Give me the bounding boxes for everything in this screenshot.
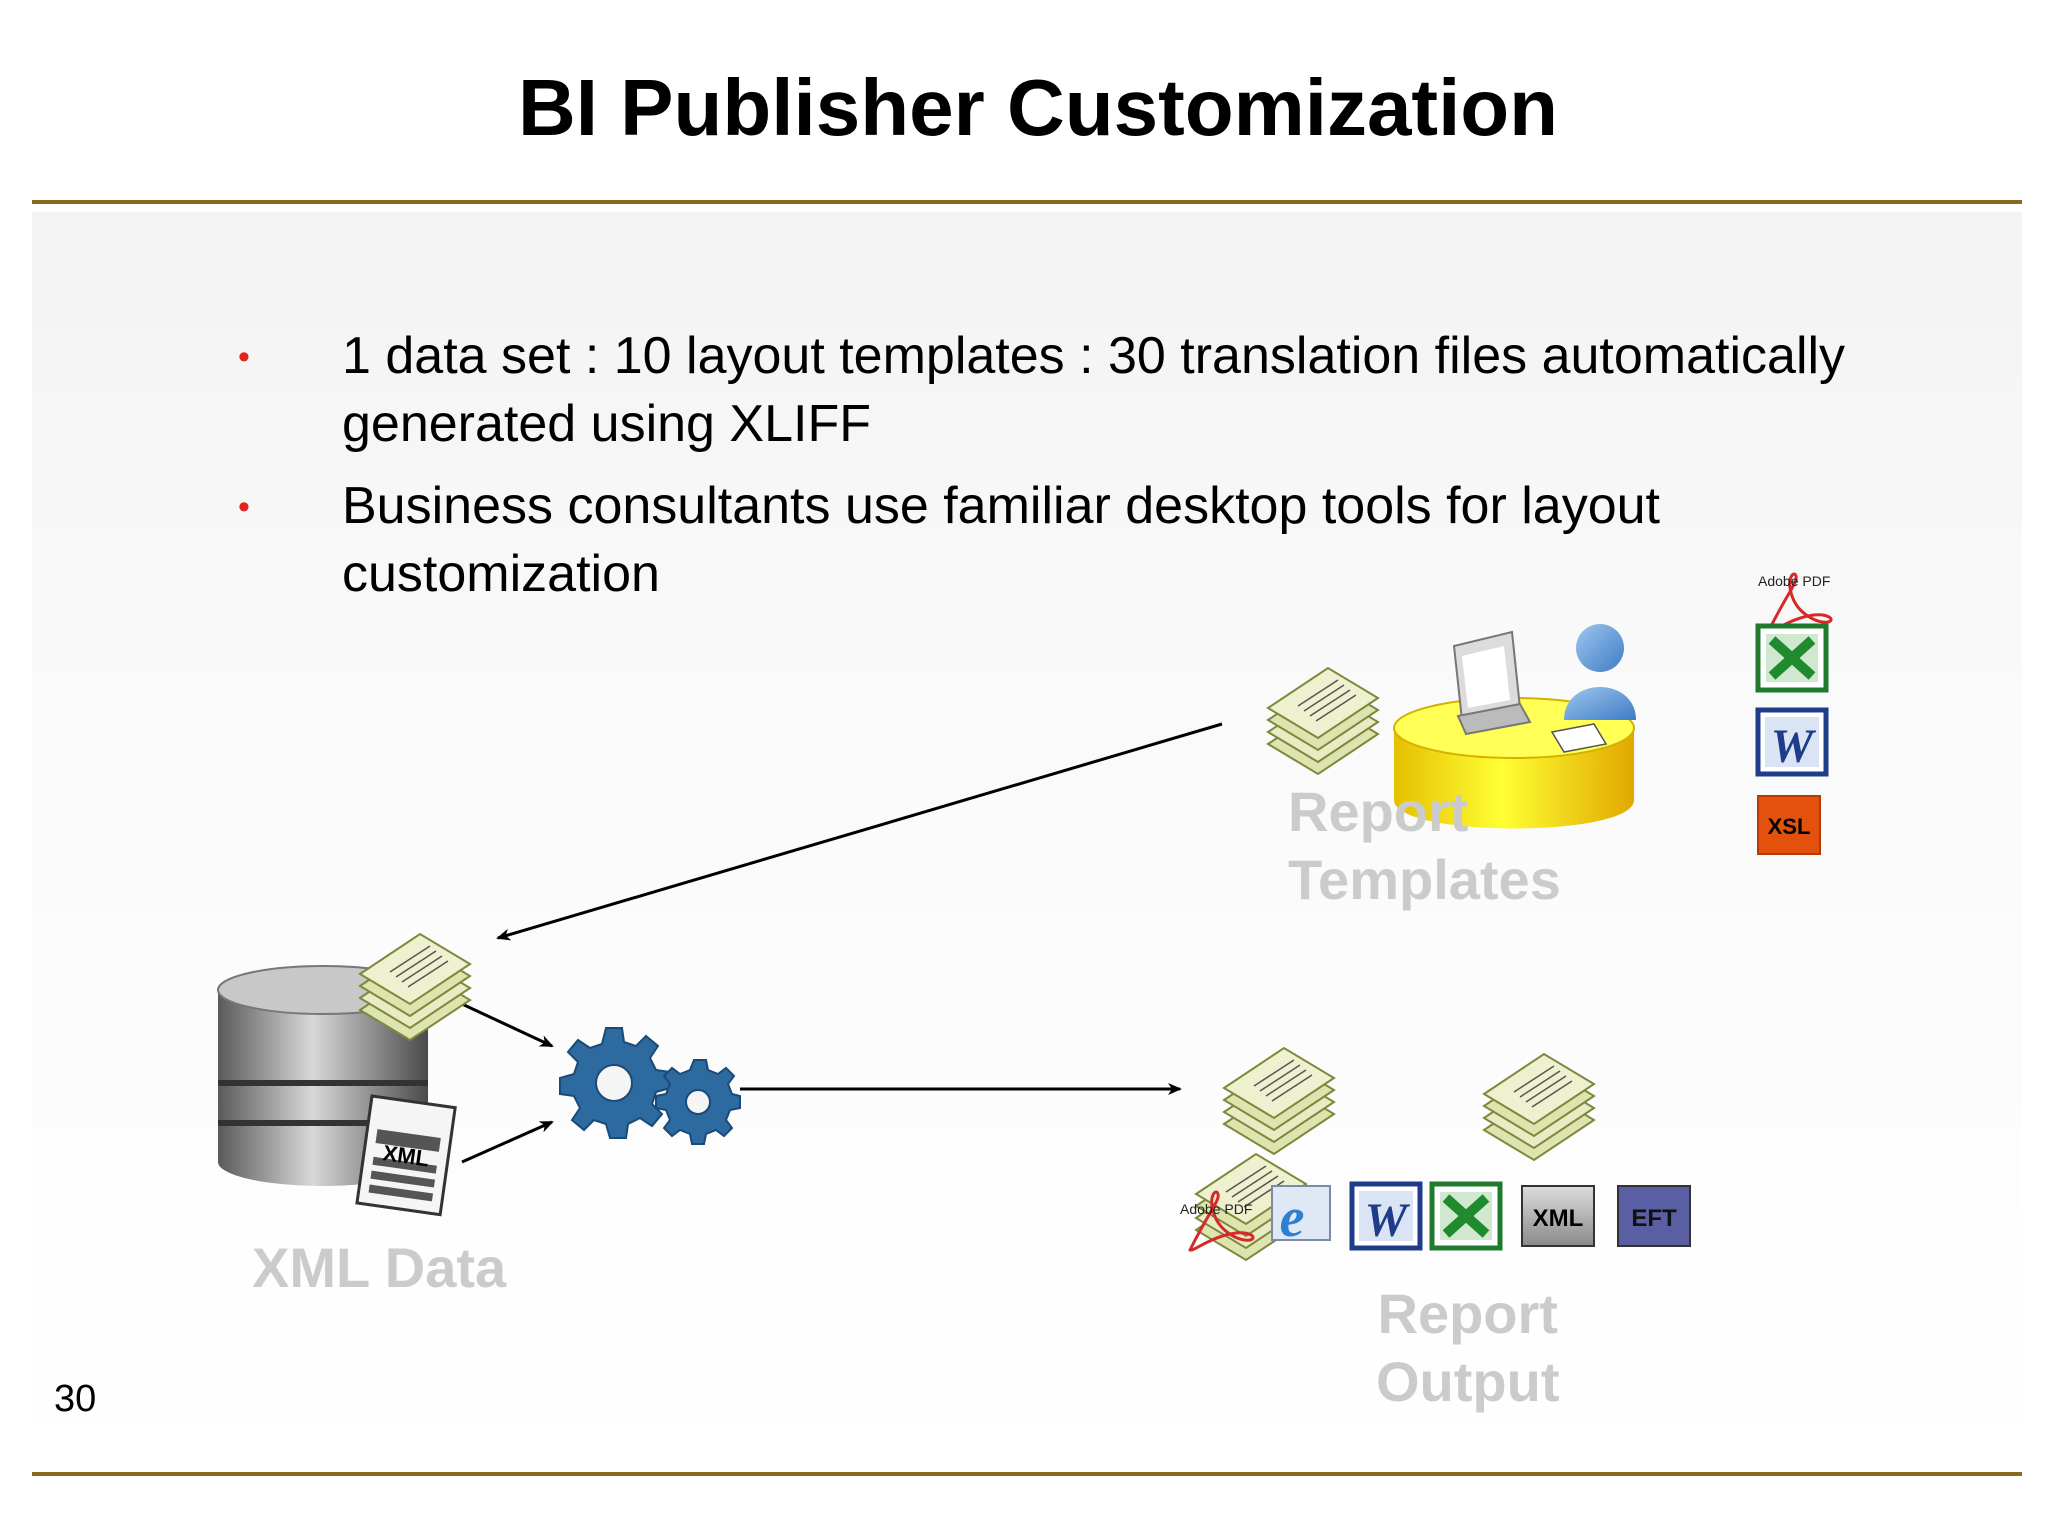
xml-document-icon: XML — [355, 1094, 457, 1217]
output-xml-icon: XML — [1521, 1185, 1595, 1247]
report-templates-label: Report Templates — [1288, 778, 1561, 914]
report-output-label: Report Output — [1376, 1280, 1559, 1416]
template-pdf-icon: Adobe PDF — [1758, 572, 1833, 634]
gear-icon — [655, 1059, 741, 1145]
template-stack-icon — [1267, 667, 1379, 775]
slide-title: BI Publisher Customization — [517, 63, 1559, 152]
bullet-marker: • — [238, 488, 250, 526]
template-xsl-icon: XSL — [1757, 795, 1821, 855]
bullet-item-1: 1 data set : 10 layout templates : 30 tr… — [342, 327, 1846, 453]
footer-divider — [32, 1472, 2022, 1476]
svg-text:EFT: EFT — [1631, 1205, 1677, 1232]
output-word-icon — [1352, 1184, 1420, 1248]
template-word-icon — [1758, 710, 1826, 774]
report-templates-line-1: Report — [1288, 780, 1469, 843]
output-browser-icon: e — [1271, 1185, 1331, 1249]
output-excel-icon — [1432, 1184, 1500, 1248]
report-output-line-1: Report — [1377, 1282, 1558, 1345]
svg-text:XML: XML — [1533, 1205, 1584, 1232]
svg-text:Adobe PDF: Adobe PDF — [1758, 573, 1830, 589]
output-stack-icon — [1483, 1053, 1595, 1161]
svg-text:e: e — [1280, 1187, 1305, 1249]
templates-to-engine-arrow — [461, 1002, 554, 1048]
content-background — [32, 212, 2022, 1474]
bullet-item-2: Business consultants use familiar deskto… — [342, 477, 1661, 603]
output-eft-icon: EFT — [1617, 1185, 1691, 1247]
report-output-line-2: Output — [1376, 1350, 1560, 1413]
page-number: 30 — [54, 1378, 97, 1420]
templates-to-data-arrow — [496, 722, 1223, 941]
output-pdf-icon: Adobe PDF — [1180, 1190, 1255, 1252]
report-templates-line-2: Templates — [1288, 848, 1561, 911]
template-excel-icon — [1758, 626, 1826, 690]
xml-data-label: XML Data — [252, 1236, 507, 1299]
title-divider — [32, 200, 2022, 204]
bullet-marker: • — [238, 338, 250, 376]
svg-text:Adobe PDF: Adobe PDF — [1180, 1201, 1252, 1217]
designer-workstation-icon — [1393, 624, 1636, 829]
output-stack-icon — [1223, 1047, 1335, 1155]
xml-to-engine-arrow — [461, 1120, 554, 1164]
gear-icon — [559, 1027, 671, 1139]
svg-text:XSL: XSL — [1768, 814, 1811, 839]
